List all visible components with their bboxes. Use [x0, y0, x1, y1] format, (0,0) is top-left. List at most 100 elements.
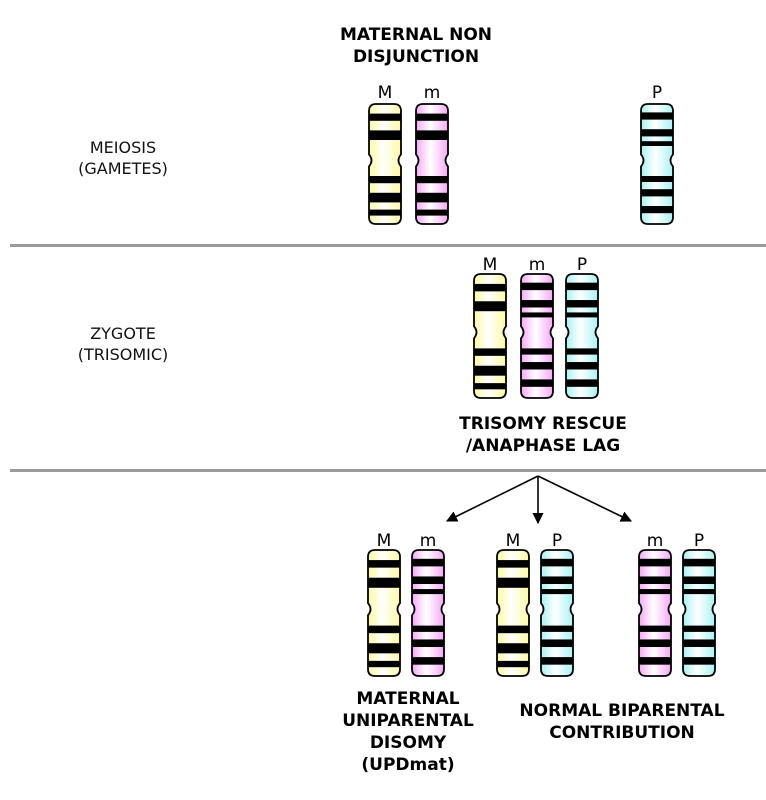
- upd-title-line1: MATERNAL: [356, 689, 460, 709]
- rescue-title-line2: /ANAPHASE LAG: [465, 436, 621, 456]
- chromosome-band: [639, 576, 671, 585]
- chromosome-band: [639, 589, 671, 595]
- label-M-meiosis: M: [377, 83, 393, 103]
- nondisjunction-title-line1: MATERNAL NON: [339, 25, 493, 45]
- label-M-zygote: M: [482, 255, 498, 275]
- chromosome-outline: [496, 549, 530, 677]
- chromosome-outline: [682, 549, 716, 677]
- chromosome-m-zygote: [520, 273, 554, 399]
- rescue-arrows: [445, 475, 633, 525]
- chromosome-outline: [565, 273, 599, 399]
- label-P-zygote: P: [576, 255, 588, 275]
- chromosome-band: [641, 206, 673, 214]
- chromosome-band: [521, 312, 553, 318]
- chromosome-band: [497, 625, 529, 634]
- label-P-meiosis: P: [651, 83, 663, 103]
- divider-zygote-outcomes: [10, 469, 766, 472]
- chromosome-band: [641, 189, 673, 197]
- chromosome-M-normal: [496, 549, 530, 677]
- chromosome-band: [369, 130, 401, 140]
- chromosome-band: [683, 558, 715, 567]
- chromosome-band: [412, 576, 444, 585]
- upd-title-line4: (UPDmat): [361, 755, 455, 775]
- zygote-row-label: ZYGOTE (TRISOMIC): [58, 323, 188, 365]
- label-m-zygote: m: [528, 255, 546, 275]
- chromosome-band: [521, 379, 553, 387]
- chromosome-band: [566, 362, 598, 370]
- chromosome-outline: [473, 273, 507, 399]
- chromosome-band: [641, 176, 673, 182]
- chromosome-outline: [415, 103, 449, 225]
- chromosome-band: [683, 657, 715, 665]
- chromosome-band: [474, 383, 506, 390]
- chromosome-band: [412, 589, 444, 595]
- chromosome-outline: [638, 549, 672, 677]
- chromosome-band: [369, 209, 401, 216]
- chromosome-band: [416, 130, 448, 140]
- chromosome-band: [369, 113, 401, 121]
- nondisjunction-title: MATERNAL NON DISJUNCTION: [300, 24, 532, 68]
- chromosome-band: [566, 379, 598, 387]
- chromosome-layer: [367, 103, 716, 677]
- chromosome-band: [368, 560, 400, 568]
- zygote-label-line2: (TRISOMIC): [77, 345, 169, 364]
- chromosome-P-normal1: [540, 549, 574, 677]
- normal-title-line1: NORMAL BIPARENTAL: [519, 701, 725, 721]
- label-m-meiosis: m: [423, 83, 441, 103]
- chromosome-band: [412, 625, 444, 632]
- chromosome-band: [412, 657, 444, 665]
- chromosome-band: [641, 112, 673, 120]
- chromosome-band: [641, 129, 673, 137]
- chromosome-body: [368, 550, 400, 676]
- chromosome-band: [416, 113, 448, 121]
- zygote-label-line1: ZYGOTE: [90, 324, 156, 343]
- chromosome-band: [369, 176, 401, 184]
- chromosome-band: [497, 643, 529, 654]
- chromosome-band: [497, 660, 529, 668]
- chromosome-band: [639, 558, 671, 567]
- normal-title: NORMAL BIPARENTAL CONTRIBUTION: [488, 700, 756, 744]
- chromosome-band: [474, 348, 506, 356]
- chromosome-P-zygote: [565, 273, 599, 399]
- chromosome-outline: [520, 273, 554, 399]
- arrow-to-upd: [445, 475, 539, 522]
- rescue-title-line1: TRISOMY RESCUE: [459, 414, 627, 434]
- chromosome-band: [368, 643, 400, 654]
- chromosome-band: [368, 660, 400, 668]
- chromosome-band: [497, 560, 529, 568]
- chromosome-band: [641, 141, 673, 146]
- label-P-normal2: P: [693, 531, 705, 551]
- chromosome-body: [369, 104, 401, 224]
- chromosome-outline: [640, 103, 674, 225]
- label-m-upd: m: [419, 531, 437, 551]
- label-m-normal2: m: [646, 531, 664, 551]
- chromosome-outline: [540, 549, 574, 677]
- chromosome-body: [497, 550, 529, 676]
- chromosome-band: [369, 192, 401, 203]
- meiosis-row-label: MEIOSIS (GAMETES): [58, 137, 188, 179]
- chromosome-m-normal2: [638, 549, 672, 677]
- meiosis-label-line1: MEIOSIS: [89, 138, 157, 157]
- chromosome-body: [416, 104, 448, 224]
- chromosome-band: [566, 300, 598, 308]
- chromosome-P-normal2: [682, 549, 716, 677]
- chromosome-outline: [368, 103, 402, 225]
- upd-title-line2: UNIPARENTAL: [342, 711, 474, 731]
- chromosome-band: [639, 625, 671, 632]
- label-M-upd: M: [376, 531, 392, 551]
- chromosome-band: [541, 625, 573, 632]
- upd-title: MATERNAL UNIPARENTAL DISOMY (UPDmat): [318, 688, 498, 776]
- chromosome-body: [474, 274, 506, 398]
- chromosome-outline: [411, 549, 445, 677]
- chromosome-M-meiosis: [368, 103, 402, 225]
- chromosome-M-zygote: [473, 273, 507, 399]
- chromosome-band: [639, 639, 671, 648]
- chromosome-band: [541, 639, 573, 648]
- chromosome-band: [683, 589, 715, 595]
- chromosome-M-upd: [367, 549, 401, 677]
- chromosome-band: [521, 282, 553, 291]
- meiosis-label-line2: (GAMETES): [78, 159, 168, 178]
- upd-title-line3: DISOMY: [369, 733, 447, 753]
